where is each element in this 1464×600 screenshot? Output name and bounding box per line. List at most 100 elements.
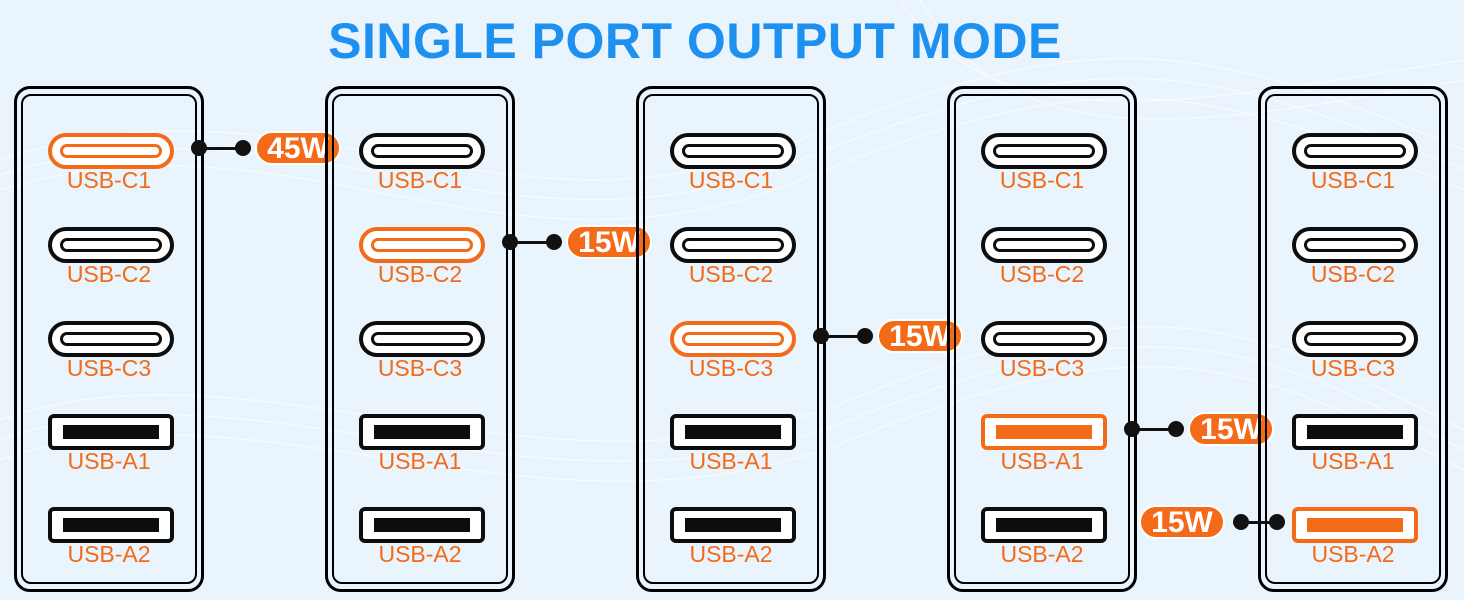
port-slot: [685, 425, 781, 439]
port-usb-c3: USB-C3: [639, 321, 823, 391]
usb-c-port-icon: [359, 133, 485, 169]
usb-c-port-icon: [1292, 227, 1418, 263]
usb-c-port-icon: [670, 321, 796, 357]
port-usb-a2: USB-A2: [17, 507, 201, 577]
usb-a-port-icon: [1292, 507, 1418, 543]
usb-c-port-icon: [1292, 133, 1418, 169]
power-badge: 15W: [1139, 505, 1225, 539]
port-slot: [1304, 332, 1406, 346]
port-slot: [682, 144, 784, 158]
port-slot: [371, 238, 473, 252]
port-usb-a2: USB-A2: [328, 507, 512, 577]
port-label: USB-C3: [66, 355, 152, 381]
connector-dot: [857, 328, 873, 344]
connector-dot: [546, 234, 562, 250]
usb-c-port-icon: [1292, 321, 1418, 357]
connector-dot: [1233, 514, 1249, 530]
usb-c-port-icon: [981, 133, 1107, 169]
usb-c-port-icon: [670, 133, 796, 169]
port-usb-c1: USB-C1: [328, 133, 512, 203]
usb-a-port-icon: [1292, 414, 1418, 450]
port-usb-a1: USB-A1: [639, 414, 823, 484]
port-label: USB-C3: [377, 355, 463, 381]
port-usb-c2: USB-C2: [950, 227, 1134, 297]
connector-dot: [1269, 514, 1285, 530]
port-label: USB-C3: [999, 355, 1085, 381]
port-usb-c2: USB-C2: [639, 227, 823, 297]
port-slot: [1304, 238, 1406, 252]
port-label: USB-A2: [378, 541, 462, 567]
port-usb-a1: USB-A1: [950, 414, 1134, 484]
port-slot: [374, 425, 470, 439]
port-label: USB-C2: [688, 261, 774, 287]
usb-c-port-icon: [981, 321, 1107, 357]
connector-dot: [191, 140, 207, 156]
port-label: USB-C1: [377, 167, 463, 193]
power-badge: 15W: [566, 225, 652, 259]
usb-c-port-icon: [670, 227, 796, 263]
port-label: USB-C2: [1310, 261, 1396, 287]
port-label: USB-A1: [378, 448, 462, 474]
connector-dot: [235, 140, 251, 156]
port-usb-c3: USB-C3: [950, 321, 1134, 391]
port-slot: [1307, 518, 1403, 532]
port-label: USB-A2: [67, 541, 151, 567]
port-slot: [682, 332, 784, 346]
port-usb-c1: USB-C1: [17, 133, 201, 203]
usb-c-port-icon: [359, 227, 485, 263]
port-label: USB-C1: [999, 167, 1085, 193]
connector-dot: [1168, 421, 1184, 437]
power-connector: 15W: [502, 222, 652, 262]
port-usb-c2: USB-C2: [328, 227, 512, 297]
port-slot: [996, 425, 1092, 439]
usb-a-port-icon: [359, 414, 485, 450]
power-connector: 15W: [1139, 502, 1289, 542]
port-label: USB-A1: [689, 448, 773, 474]
port-usb-a1: USB-A1: [1261, 414, 1445, 484]
connector-line: [1241, 521, 1277, 524]
usb-a-port-icon: [981, 507, 1107, 543]
port-slot: [371, 144, 473, 158]
connector-line: [510, 241, 554, 244]
port-label: USB-C2: [66, 261, 152, 287]
port-label: USB-C2: [377, 261, 463, 287]
port-usb-a1: USB-A1: [328, 414, 512, 484]
port-usb-c3: USB-C3: [328, 321, 512, 391]
port-label: USB-C1: [66, 167, 152, 193]
port-label: USB-C2: [999, 261, 1085, 287]
usb-c-port-icon: [48, 227, 174, 263]
power-connector: 45W: [191, 128, 341, 168]
port-label: USB-C1: [688, 167, 774, 193]
port-label: USB-A1: [67, 448, 151, 474]
port-label: USB-A2: [1000, 541, 1084, 567]
power-connector: 15W: [813, 316, 963, 356]
usb-c-port-icon: [48, 133, 174, 169]
port-slot: [993, 238, 1095, 252]
port-usb-a1: USB-A1: [17, 414, 201, 484]
port-slot: [1307, 425, 1403, 439]
connector-line: [821, 335, 865, 338]
port-usb-c1: USB-C1: [1261, 133, 1445, 203]
power-connector: 15W: [1124, 409, 1274, 449]
port-label: USB-C3: [1310, 355, 1396, 381]
port-slot: [685, 518, 781, 532]
port-slot: [996, 518, 1092, 532]
port-usb-c3: USB-C3: [17, 321, 201, 391]
port-slot: [60, 144, 162, 158]
connector-dot: [1124, 421, 1140, 437]
usb-a-port-icon: [48, 507, 174, 543]
usb-a-port-icon: [670, 414, 796, 450]
usb-c-port-icon: [981, 227, 1107, 263]
port-usb-a2: USB-A2: [639, 507, 823, 577]
port-usb-c2: USB-C2: [1261, 227, 1445, 297]
port-usb-c1: USB-C1: [639, 133, 823, 203]
usb-a-port-icon: [48, 414, 174, 450]
usb-a-port-icon: [670, 507, 796, 543]
port-slot: [60, 332, 162, 346]
port-slot: [374, 518, 470, 532]
connector-line: [199, 147, 243, 150]
